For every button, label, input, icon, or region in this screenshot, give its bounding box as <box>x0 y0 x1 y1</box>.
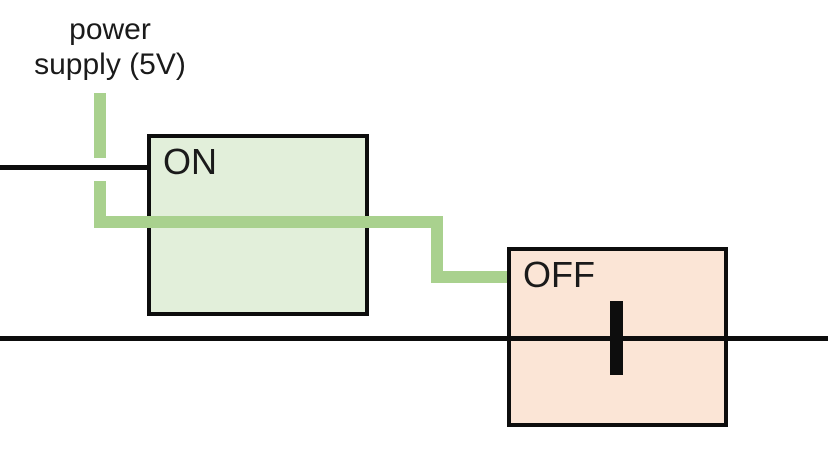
input-wire-line <box>0 165 147 170</box>
power-supply-label: power supply (5V) <box>20 12 200 82</box>
output-wire-line <box>0 336 828 341</box>
power-supply-label-line1: power <box>69 13 151 46</box>
power-supply-label-line2: supply (5V) <box>34 48 186 81</box>
switch-contact-icon <box>610 301 623 375</box>
power-wire-segment-horizontal-1 <box>94 216 443 228</box>
power-wire-segment-horizontal-2 <box>431 271 507 283</box>
power-wire-segment-vertical-2 <box>431 216 443 283</box>
power-wire-segment-stub <box>94 93 106 158</box>
on-state-label: ON <box>163 141 217 182</box>
off-state-label: OFF <box>523 254 595 295</box>
